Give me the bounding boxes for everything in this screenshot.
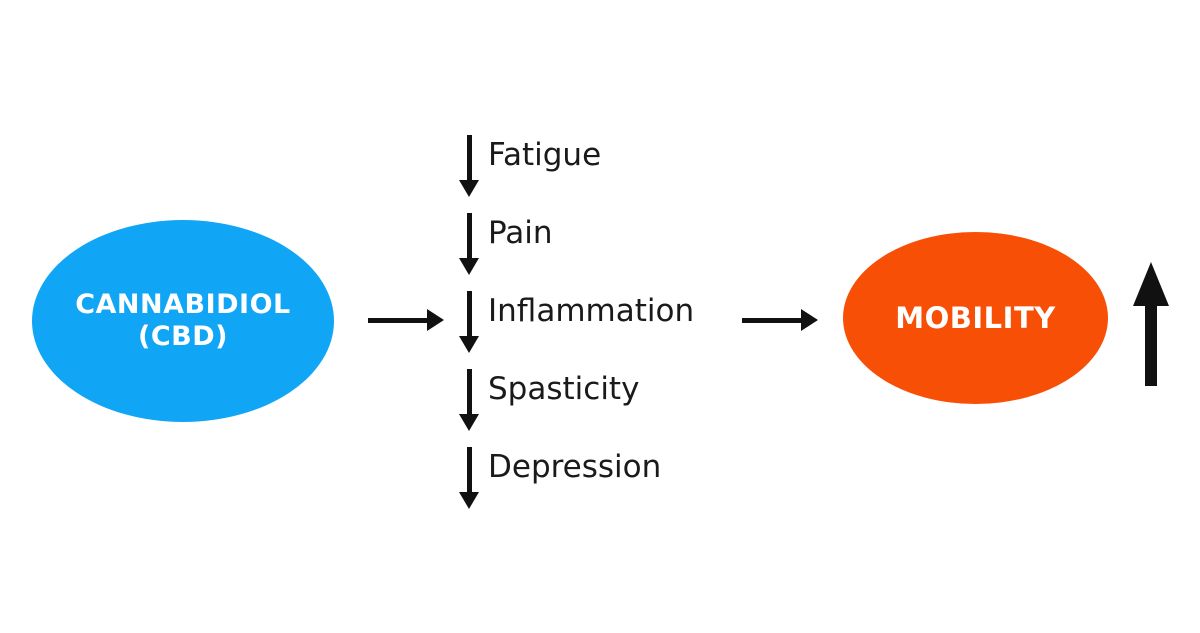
arrow-shaft [368, 317, 428, 323]
arrow-head [459, 492, 479, 509]
arrow-head [801, 309, 818, 331]
list-item: Depression [455, 444, 755, 522]
right-arrow-icon-symptoms-to-mobility [742, 300, 818, 340]
down-arrow-icon [455, 447, 485, 509]
arrow-shaft [467, 447, 472, 499]
arrow-shaft [467, 369, 472, 421]
node-cannabidiol-label-line2: (CBD) [138, 321, 228, 352]
up-arrow-icon [1133, 262, 1169, 386]
arrow-head [427, 309, 444, 331]
arrow-shaft [1145, 282, 1157, 386]
arrow-head [459, 336, 479, 353]
list-item: Pain [455, 210, 755, 288]
arrow-head [459, 258, 479, 275]
symptom-reduction-list: Fatigue Pain Inflammation Spasticity [455, 132, 755, 522]
arrow-head [459, 414, 479, 431]
node-cannabidiol: CANNABIDIOL (CBD) [32, 220, 334, 422]
symptom-label-fatigue: Fatigue [488, 137, 602, 173]
arrow-shaft [467, 213, 472, 265]
right-arrow-icon-cbd-to-symptoms [368, 300, 444, 340]
down-arrow-icon [455, 213, 485, 275]
list-item: Inflammation [455, 288, 755, 366]
node-cannabidiol-label-line1: CANNABIDIOL [75, 289, 291, 321]
arrow-shaft [467, 135, 472, 187]
arrow-shaft [467, 291, 472, 343]
symptom-label-spasticity: Spasticity [488, 371, 640, 407]
down-arrow-icon [455, 369, 485, 431]
list-item: Fatigue [455, 132, 755, 210]
down-arrow-icon [455, 135, 485, 197]
down-arrow-icon [455, 291, 485, 353]
node-mobility: MOBILITY [843, 232, 1108, 404]
arrow-shaft [742, 317, 802, 323]
symptom-label-inflammation: Inflammation [488, 293, 695, 329]
arrow-head [459, 180, 479, 197]
list-item: Spasticity [455, 366, 755, 444]
symptom-label-pain: Pain [488, 215, 553, 251]
symptom-label-depression: Depression [488, 449, 662, 485]
node-mobility-label: MOBILITY [895, 300, 1056, 335]
